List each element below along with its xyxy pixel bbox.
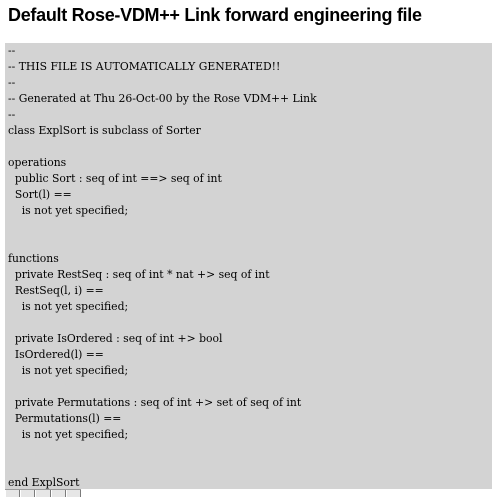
horizontal-scrollbar[interactable] xyxy=(5,489,82,497)
code-line: -- xyxy=(8,76,16,89)
code-line: is not yet specified; xyxy=(8,204,129,217)
code-line: -- xyxy=(8,108,16,121)
code-line: functions xyxy=(8,252,59,265)
code-line xyxy=(5,139,317,155)
code-line: end ExplSort xyxy=(8,476,80,489)
code-line: private RestSeq : seq of int * nat +> se… xyxy=(8,268,270,281)
code-line xyxy=(5,315,317,331)
code-line: class ExplSort is subclass of Sorter xyxy=(8,124,201,137)
code-line: IsOrdered(l) == xyxy=(8,348,104,361)
code-line xyxy=(5,235,317,251)
code-listing: -- -- THIS FILE IS AUTOMATICALLY GENERAT… xyxy=(5,43,492,489)
scrollbar-segment xyxy=(35,490,51,497)
code-line: RestSeq(l, i) == xyxy=(8,284,104,297)
scrollbar-segment xyxy=(65,490,82,497)
code-line: is not yet specified; xyxy=(8,428,129,441)
scrollbar-segment xyxy=(20,490,36,497)
code-line: -- xyxy=(8,44,16,57)
code-line: -- Generated at Thu 26-Oct-00 by the Ros… xyxy=(8,92,317,105)
code-line xyxy=(5,443,317,459)
scrollbar-segment xyxy=(5,490,21,497)
code-line: private Permutations : seq of int +> set… xyxy=(8,396,302,409)
code-line xyxy=(5,459,317,475)
code-line: Permutations(l) == xyxy=(8,412,122,425)
code-line: operations xyxy=(8,156,67,169)
code-line xyxy=(5,219,317,235)
code-line: is not yet specified; xyxy=(8,300,129,313)
code-lines: -- -- THIS FILE IS AUTOMATICALLY GENERAT… xyxy=(5,43,317,489)
code-line: private IsOrdered : seq of int +> bool xyxy=(8,332,223,345)
code-line: public Sort : seq of int ==> seq of int xyxy=(8,172,222,185)
code-line: -- THIS FILE IS AUTOMATICALLY GENERATED!… xyxy=(8,60,281,73)
code-line: is not yet specified; xyxy=(8,364,129,377)
code-line xyxy=(5,379,317,395)
scrollbar-segment xyxy=(50,490,66,497)
page-title: Default Rose-VDM++ Link forward engineer… xyxy=(8,5,422,25)
code-line: Sort(l) == xyxy=(8,188,72,201)
